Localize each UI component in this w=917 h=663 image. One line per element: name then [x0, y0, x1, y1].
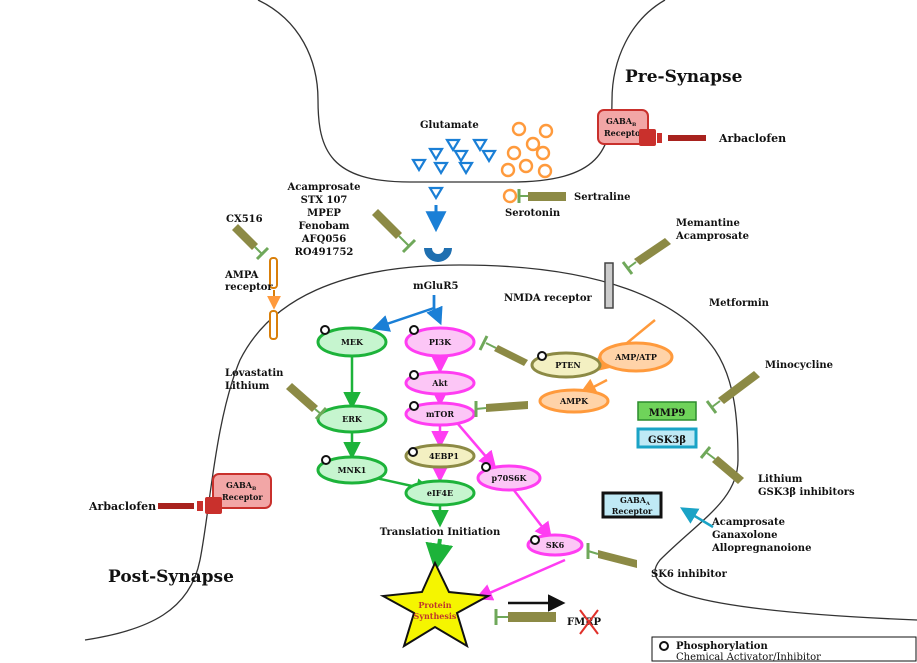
nmda-receptor-label: NMDA receptor: [504, 293, 592, 304]
sertraline-label: Sertraline: [574, 192, 630, 203]
svg-text:p70S6K: p70S6K: [491, 473, 527, 483]
svg-text:AMP/ATP: AMP/ATP: [614, 352, 657, 362]
svg-text:Synthesis: Synthesis: [414, 611, 457, 621]
serotonin-vesicles: [500, 121, 554, 204]
sertraline-inhibitor: [517, 189, 566, 203]
cx516-activator: [232, 224, 270, 261]
mglur5-inhibitor: [372, 209, 417, 254]
fmrp-label: FMRP: [567, 617, 601, 628]
gabab-receptor-pre: GABAB Receptor: [597, 109, 706, 146]
svg-text:GSK3β: GSK3β: [648, 435, 686, 446]
legend-phosphorylation-symbol: [659, 641, 669, 651]
memantine-inhibitor: [621, 238, 671, 275]
svg-text:STX 107: STX 107: [301, 195, 348, 206]
svg-text:MMP9: MMP9: [649, 408, 686, 419]
ampa-receptor: [267, 257, 281, 340]
serotonin-label: Serotonin: [505, 208, 561, 219]
legend: Phosphorylation Chemical Activator/Inhib…: [651, 636, 917, 663]
glutamate-label: Glutamate: [420, 120, 479, 131]
lovastatin-inhibitor: [286, 383, 328, 421]
nmda-receptor: [604, 262, 614, 309]
glutamate-vesicles: [411, 138, 497, 201]
svg-text:PI3K: PI3K: [429, 337, 452, 347]
svg-text:MNK1: MNK1: [338, 465, 367, 475]
node-eif4e: eIF4E: [404, 479, 476, 507]
node-gsk3b: GSK3β: [636, 427, 698, 449]
svg-text:MPEP: MPEP: [307, 208, 341, 219]
svg-text:eIF4E: eIF4E: [427, 488, 453, 498]
sk6-inhibitor: [586, 543, 637, 568]
svg-text:Phosphorylation: Phosphorylation: [676, 641, 768, 652]
gabab-receptor-post: GABAB Receptor: [158, 473, 272, 514]
gabaa-receptor: GABAA Receptor: [601, 491, 663, 519]
svg-text:mTOR: mTOR: [426, 409, 454, 419]
svg-text:AFQ056: AFQ056: [301, 234, 346, 245]
svg-text:Acamprosate: Acamprosate: [287, 182, 361, 193]
svg-text:GABAA: GABAA: [620, 495, 650, 507]
svg-text:Chemical Activator/Inhibitor: Chemical Activator/Inhibitor: [676, 652, 821, 663]
svg-text:Protein: Protein: [418, 600, 451, 610]
svg-text:GABAB: GABAB: [226, 480, 256, 492]
pten-inhibitor: [478, 335, 528, 366]
node-pi3k: PI3K: [404, 325, 476, 358]
svg-text:AMPK: AMPK: [559, 396, 589, 406]
arbaclofen-pre-label: Arbaclofen: [718, 132, 786, 145]
node-mnk1: MNK1: [316, 455, 388, 485]
node-erk: ERK: [316, 404, 388, 434]
pre-synapse-label: Pre-Synapse: [625, 67, 743, 87]
node-4ebp1: 4EBP1: [404, 443, 476, 469]
node-p70s6k: p70S6K: [476, 462, 542, 492]
svg-text:PTEN: PTEN: [555, 360, 580, 370]
fmrp-inhibitor: [494, 609, 556, 625]
node-mmp9: MMP9: [637, 401, 697, 421]
svg-text:Fenobam: Fenobam: [299, 221, 350, 232]
svg-text:Receptor: Receptor: [612, 506, 653, 516]
post-synapse-label: Post-Synapse: [108, 567, 234, 587]
node-amp-atp: AMP/ATP: [598, 341, 674, 373]
svg-text:RO491752: RO491752: [295, 247, 354, 258]
node-mek: MEK: [316, 325, 388, 358]
svg-text:Receptor: Receptor: [222, 492, 263, 502]
mglur5-receptor: [424, 248, 452, 262]
mglur5-label: mGluR5: [413, 281, 459, 292]
svg-text:Akt: Akt: [431, 378, 448, 388]
protein-synthesis-star: Protein Synthesis: [379, 560, 492, 649]
cx516-label: CX516: [226, 214, 263, 225]
lithium-gsk3b-inhibitor: [699, 446, 744, 484]
metformin-label: Metformin: [709, 298, 770, 309]
minocycline-label: Minocycline: [765, 360, 833, 371]
node-akt: Akt: [404, 370, 476, 396]
fmrp-cross: [579, 609, 599, 635]
svg-text:SK6: SK6: [546, 540, 565, 550]
minocycline-inhibitor: [705, 371, 760, 414]
postsynaptic-membrane: [84, 264, 917, 641]
mglur5-drug-list: Acamprosate STX 107 MPEP Fenobam AFQ056 …: [287, 182, 361, 258]
svg-text:4EBP1: 4EBP1: [429, 451, 459, 461]
svg-text:MEK: MEK: [341, 337, 364, 347]
node-mtor: mTOR: [404, 401, 476, 427]
svg-text:Receptor: Receptor: [604, 128, 645, 138]
node-ampk: AMPK: [538, 388, 610, 414]
sk6-inhibitor-label: SK6 inhibitor: [651, 569, 728, 580]
svg-text:ERK: ERK: [342, 414, 363, 424]
svg-text:GABAB: GABAB: [606, 116, 636, 128]
ampk-inhibits-mtor: [474, 401, 528, 417]
presynaptic-membrane: [257, 0, 666, 183]
node-sk6: SK6: [526, 533, 584, 557]
arbaclofen-post-label: Arbaclofen: [88, 500, 156, 513]
translation-initiation-label: Translation Initiation: [380, 527, 501, 538]
node-pten: PTEN: [530, 351, 602, 379]
